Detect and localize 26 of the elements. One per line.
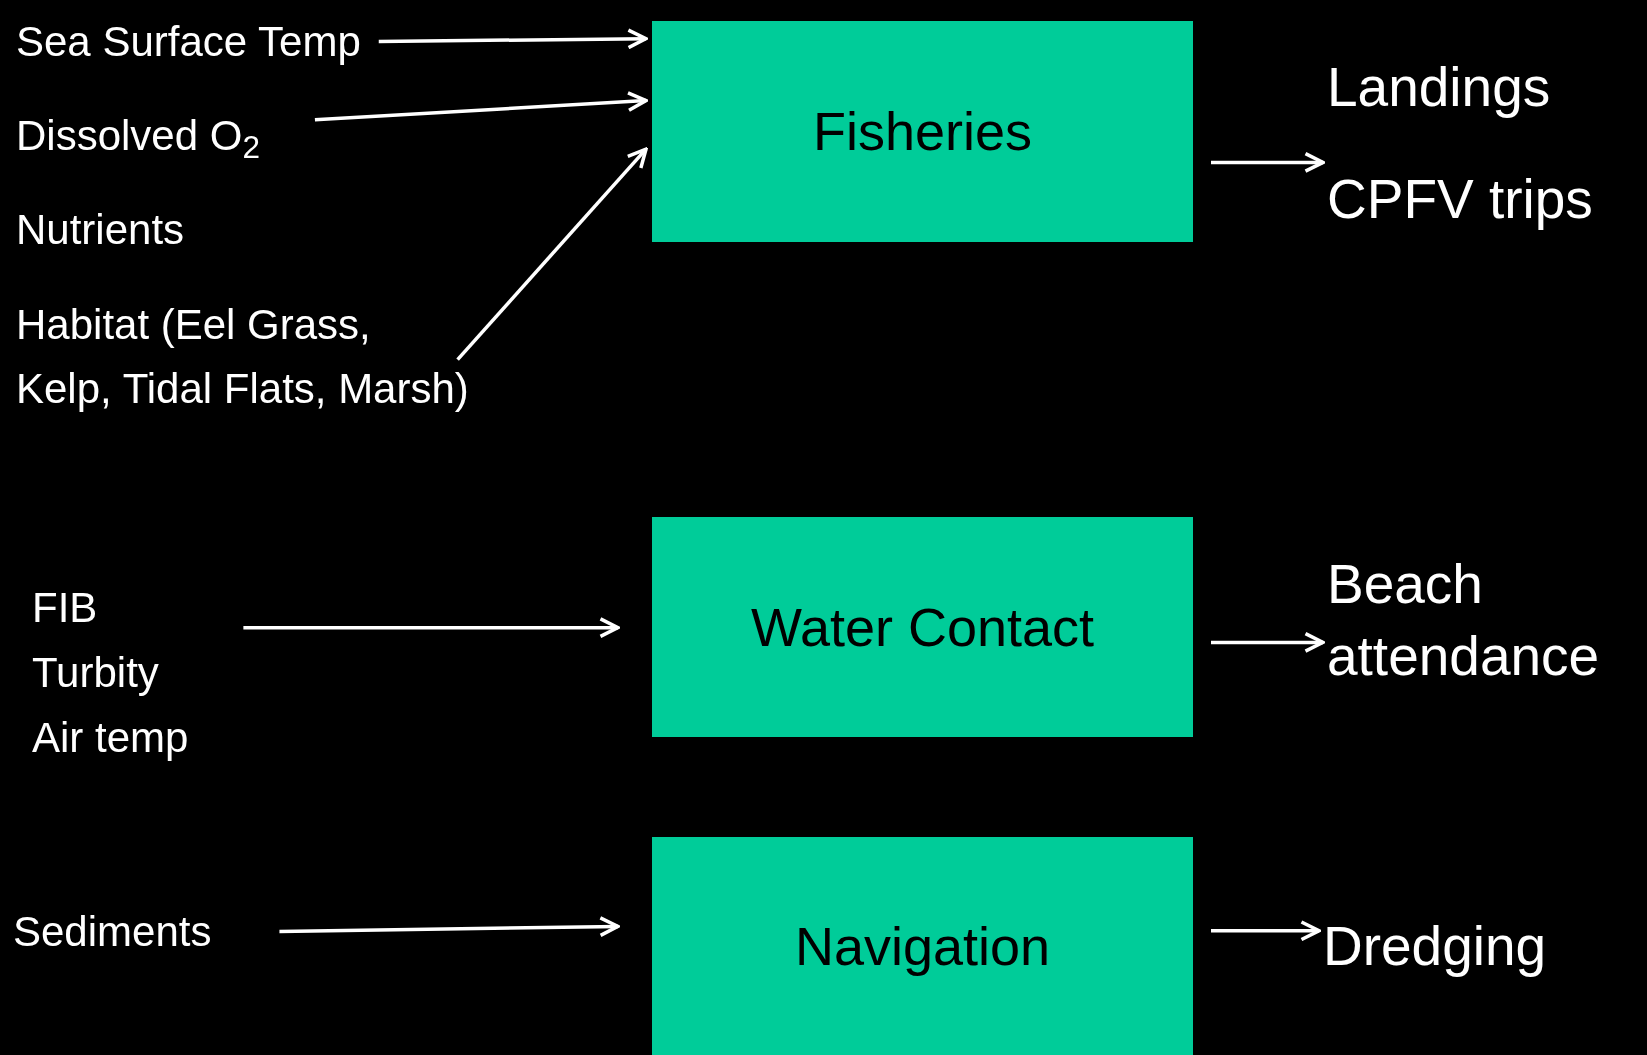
input-label: Dissolved O$_{2}$ [16, 104, 260, 167]
box-title: Navigation [794, 914, 1051, 978]
output-label: Dredging [1323, 905, 1547, 988]
arrow [1211, 920, 1321, 942]
arrow [243, 617, 620, 639]
input-label: FIB [32, 583, 99, 633]
arrow [1211, 631, 1325, 653]
output-label: Beach attendance [1327, 548, 1647, 692]
input-label: Turbity [32, 648, 160, 698]
input-label: Sea Surface Temp [16, 10, 361, 73]
box-title: Water Contact [750, 595, 1095, 659]
arrow [279, 916, 620, 938]
arrow [314, 91, 648, 122]
process-box [652, 517, 1193, 737]
input-label: Sediments [13, 900, 212, 963]
input-label: Air temp [32, 713, 189, 763]
input-label: Nutrients [16, 205, 185, 255]
output-label: CPFV trips [1327, 167, 1593, 231]
input-label: Habitat (Eel Grass, Kelp, Tidal Flats, Marsh) [16, 293, 476, 421]
arrow [456, 147, 648, 361]
process-box [652, 21, 1193, 242]
output-label: Landings [1327, 55, 1552, 119]
process-box [652, 837, 1193, 1055]
arrow [1211, 151, 1325, 173]
box-title: Fisheries [812, 100, 1033, 163]
arrow [378, 28, 648, 50]
